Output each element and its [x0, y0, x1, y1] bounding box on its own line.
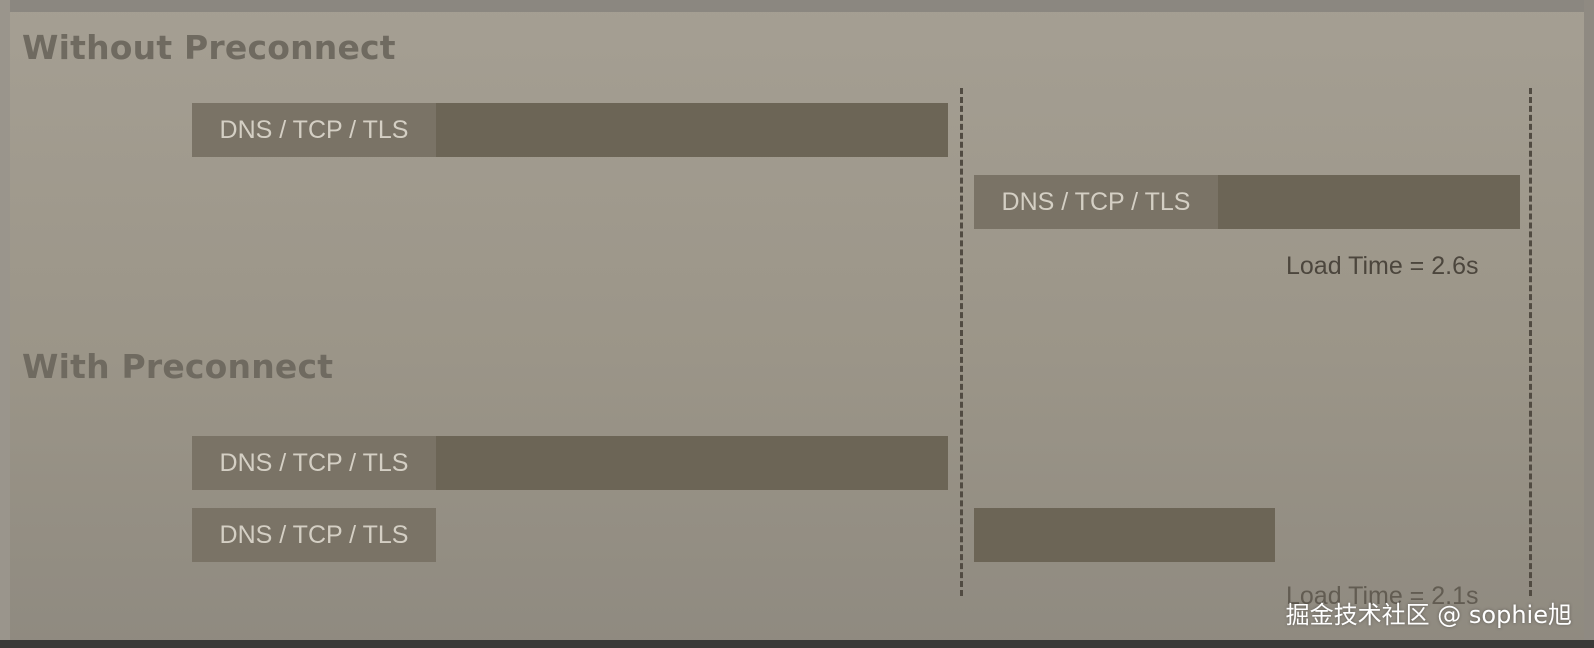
frame-right-border — [1584, 0, 1594, 648]
frame-left-border — [0, 0, 10, 648]
load-time-with-preconnect: Load Time = 2.1s — [1286, 582, 1479, 610]
section-title-with-preconnect: With Preconnect — [22, 347, 334, 386]
timeline-divider-end — [1529, 88, 1532, 596]
watermark-text: 掘金技术社区 @ sophie旭 — [1285, 601, 1572, 629]
connection-label-with-row-2: DNS / TCP / TLS — [192, 508, 436, 562]
connection-label-without-row-2: DNS / TCP / TLS — [974, 175, 1218, 229]
timeline-divider-middle — [960, 88, 963, 596]
timeline-bar-with-row-2 — [974, 508, 1275, 562]
connection-label-without-row-1: DNS / TCP / TLS — [192, 103, 436, 157]
load-time-without-preconnect: Load Time = 2.6s — [1286, 252, 1479, 280]
frame-bottom-border — [0, 640, 1594, 648]
connection-label-with-row-1: DNS / TCP / TLS — [192, 436, 436, 490]
section-title-without-preconnect: Without Preconnect — [22, 28, 396, 67]
frame-top-border — [0, 0, 1594, 12]
